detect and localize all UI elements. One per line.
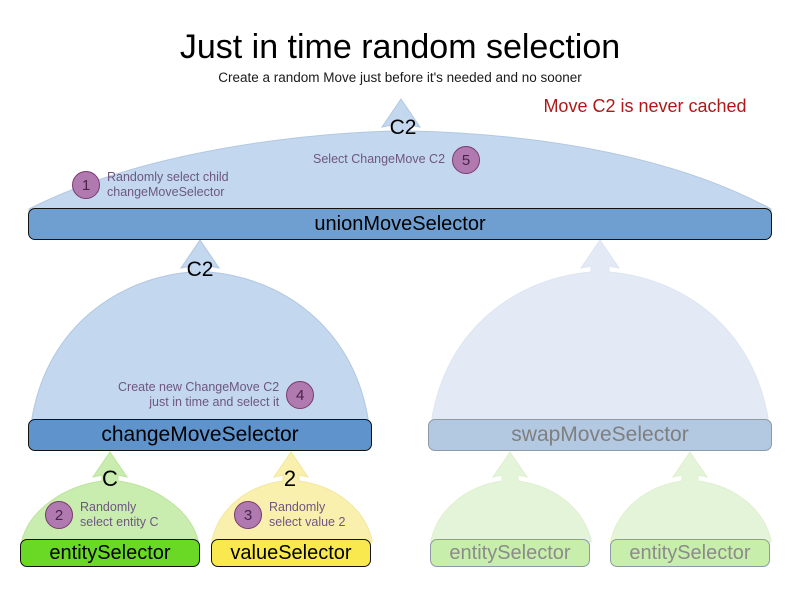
annotation-text: Randomly select child changeMoveSelector bbox=[107, 170, 229, 200]
page-subtitle: Create a random Move just before it's ne… bbox=[218, 70, 582, 85]
annotation-text: Select ChangeMove C2 bbox=[313, 152, 446, 167]
step-number-badge: 3 bbox=[234, 501, 262, 530]
arrow-swap-to-union bbox=[431, 239, 769, 422]
annotation-3: 3 Randomly select value 2 bbox=[234, 500, 345, 531]
arrow-entity4-to-swap bbox=[610, 451, 772, 543]
step-number-badge: 1 bbox=[72, 171, 100, 200]
edge-label-value-to-change: 2 bbox=[283, 466, 297, 491]
node-swap-move-selector[interactable]: swapMoveSelector bbox=[428, 419, 772, 451]
annotation-1: 1 Randomly select child changeMoveSelect… bbox=[72, 170, 229, 201]
cache-note: Move C2 is never cached bbox=[543, 96, 747, 116]
node-entity-selector[interactable]: entitySelector bbox=[20, 539, 200, 567]
annotation-4: Create new ChangeMove C2 just in time an… bbox=[118, 380, 315, 411]
edge-label-union-out: C2 bbox=[389, 116, 417, 139]
annotation-text: Randomly select value 2 bbox=[269, 500, 346, 530]
node-value-selector[interactable]: valueSelector bbox=[211, 539, 371, 567]
node-change-move-selector[interactable]: changeMoveSelector bbox=[28, 419, 372, 451]
edge-label-entity-to-change: C bbox=[102, 466, 118, 491]
step-number-badge: 2 bbox=[45, 501, 73, 530]
step-number-badge: 4 bbox=[286, 381, 315, 410]
node-entity-selector-swap-right[interactable]: entitySelector bbox=[610, 539, 770, 567]
node-union-move-selector[interactable]: unionMoveSelector bbox=[28, 208, 772, 240]
annotation-5: Select ChangeMove C2 5 bbox=[313, 146, 481, 174]
node-entity-selector-swap-left[interactable]: entitySelector bbox=[430, 539, 590, 567]
annotation-text: Randomly select entity C bbox=[80, 500, 159, 530]
annotation-text: Create new ChangeMove C2 just in time an… bbox=[118, 380, 280, 410]
edge-label-change-to-union: C2 bbox=[186, 258, 214, 281]
arrow-entity3-to-swap bbox=[430, 451, 592, 543]
step-number-badge: 5 bbox=[452, 146, 481, 174]
page-title: Just in time random selection bbox=[179, 28, 621, 66]
annotation-2: 2 Randomly select entity C bbox=[45, 500, 159, 531]
